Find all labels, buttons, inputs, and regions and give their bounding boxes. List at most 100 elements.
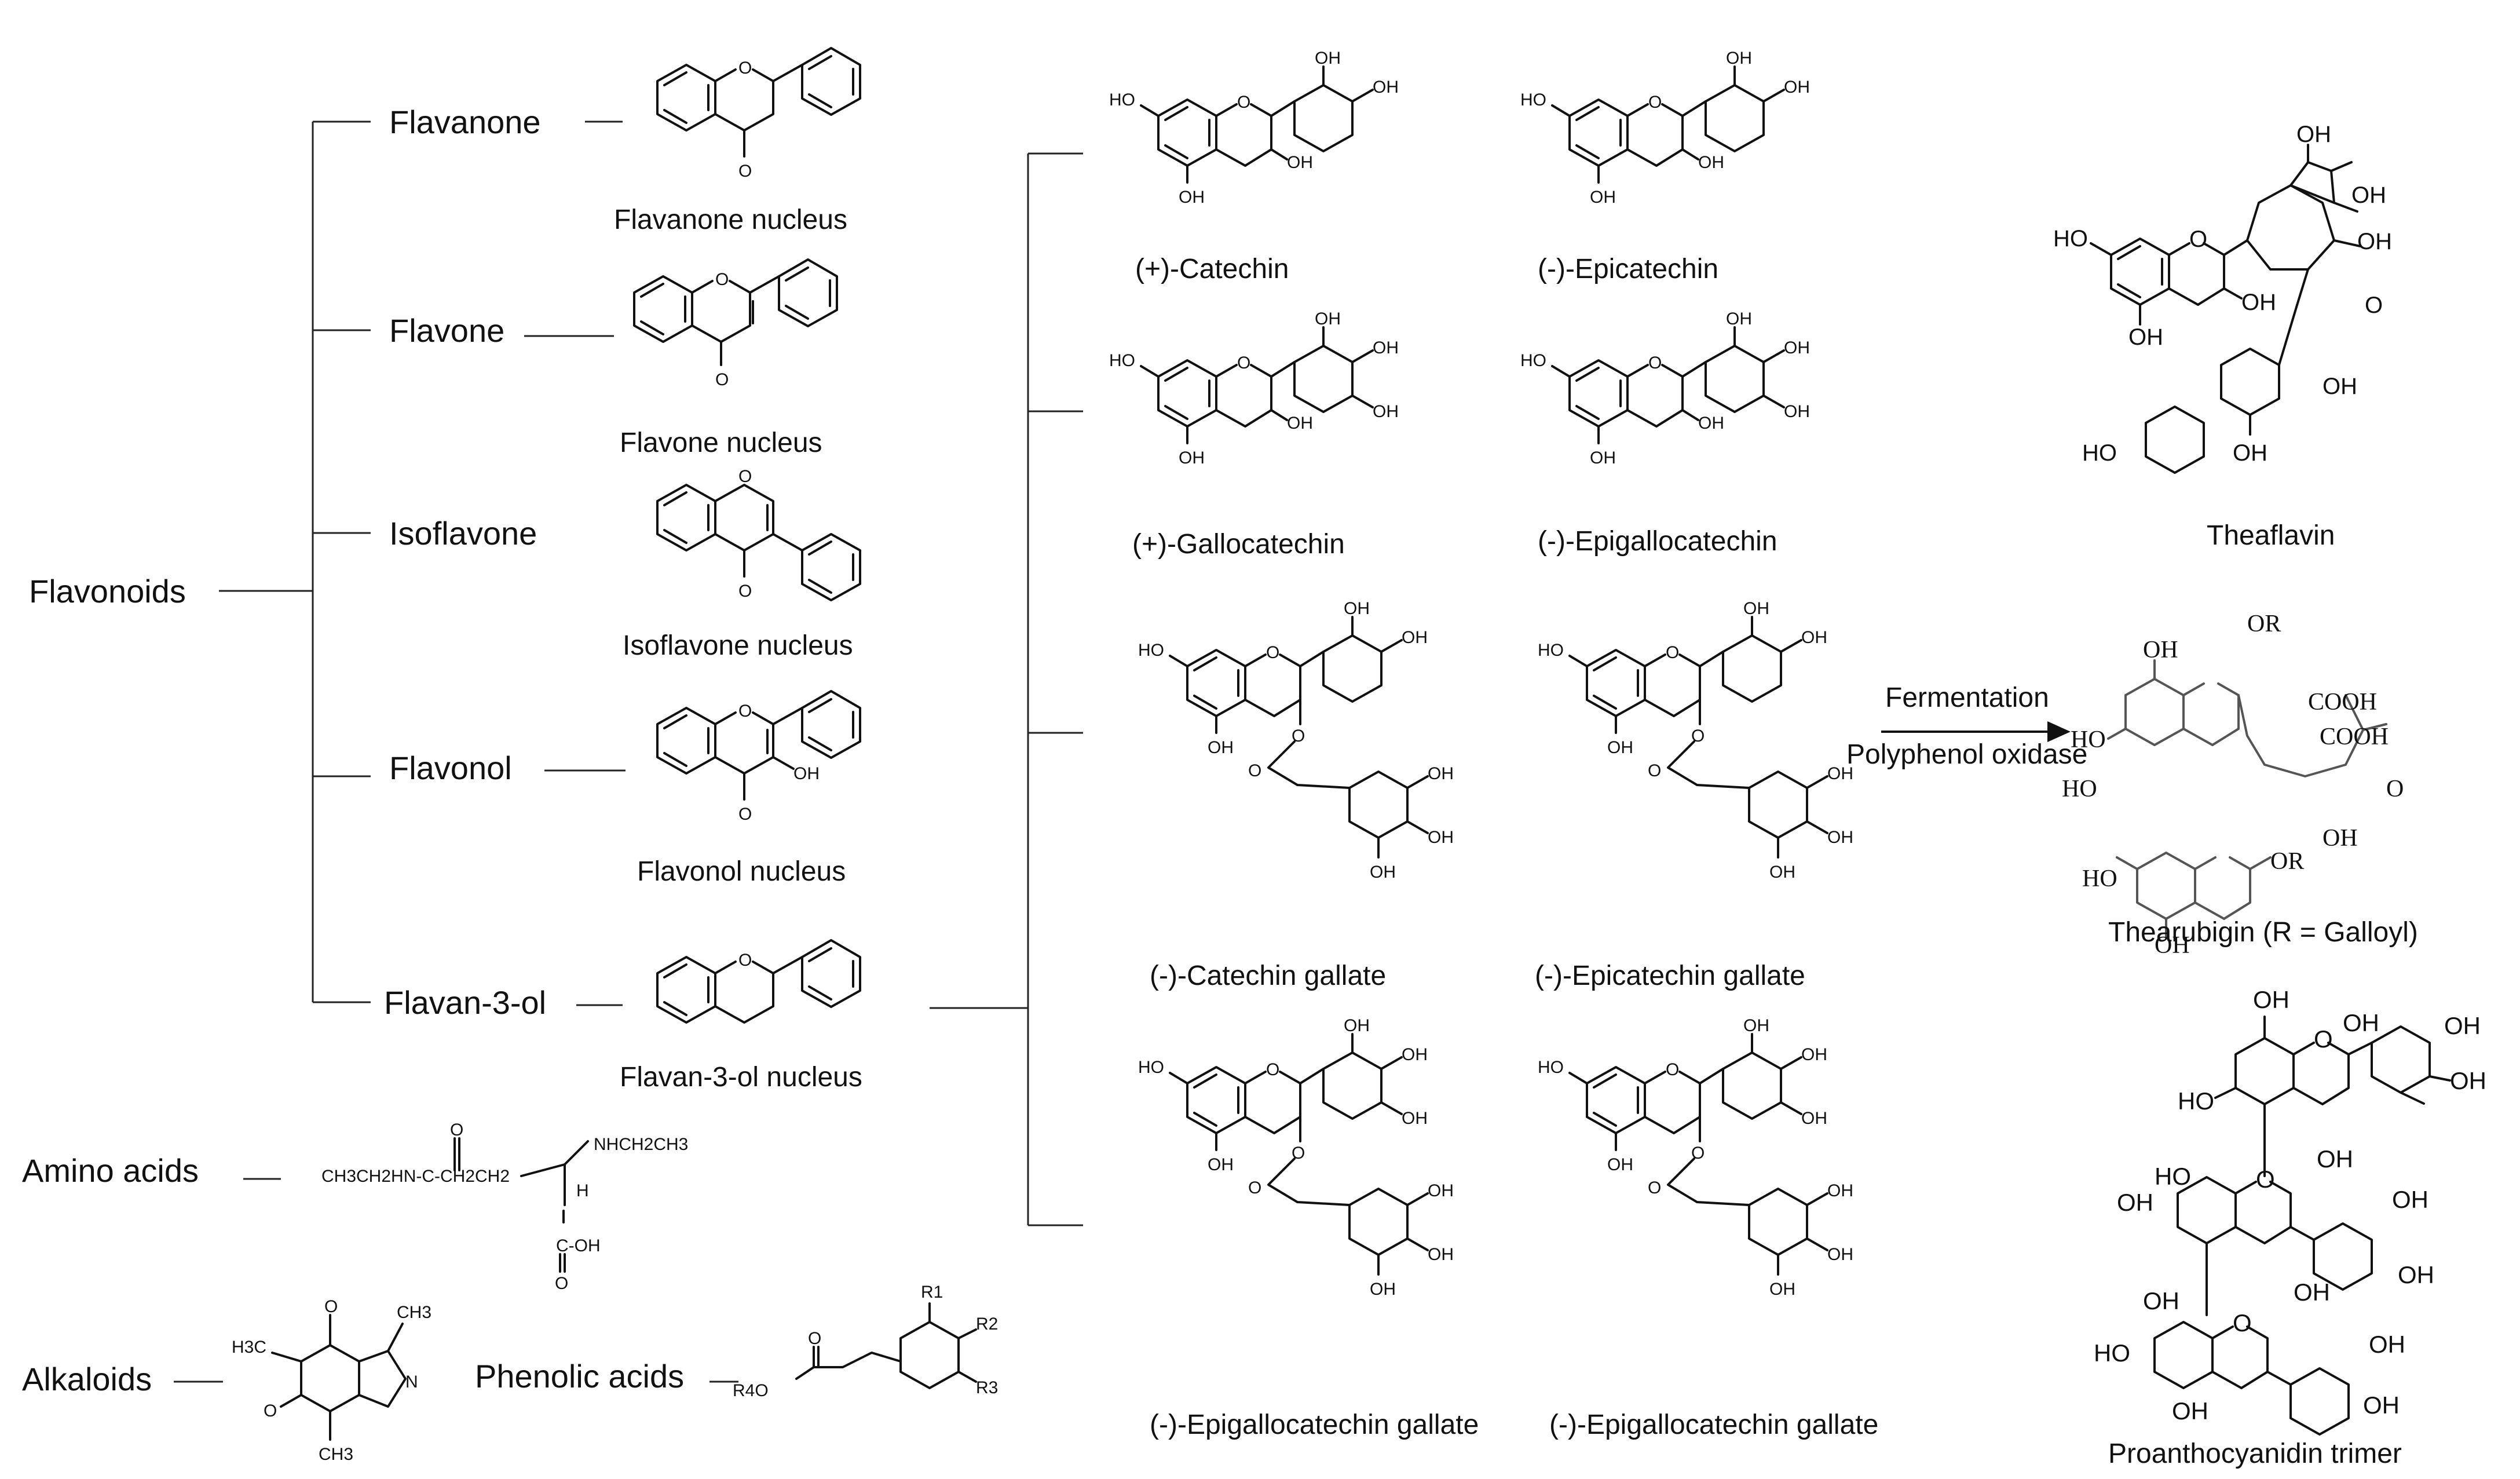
polyphenol-oxidase-label: Polyphenol oxidase bbox=[1846, 739, 2087, 770]
flavone-nucleus-caption: Flavone nucleus bbox=[620, 428, 822, 458]
flavan3ol-label: Flavan-3-ol bbox=[384, 984, 546, 1021]
atom-oh: OH bbox=[1179, 188, 1205, 207]
flavonoids-label: Flavonoids bbox=[29, 573, 186, 609]
atom-ch3: CH3 bbox=[319, 1445, 353, 1464]
atom-oh: OH bbox=[1208, 1155, 1234, 1174]
atom-oh: OH bbox=[1769, 1280, 1795, 1299]
atom-oh: OH bbox=[2296, 122, 2331, 147]
atom-o: O bbox=[738, 951, 752, 970]
atom-oh: OH bbox=[1801, 1045, 1827, 1064]
atom-ho: HO bbox=[1138, 641, 1164, 660]
atom-o: O bbox=[738, 702, 752, 721]
catechin-structure: OH OH OH OH HO O bbox=[1109, 49, 1399, 207]
atom-ho: HO bbox=[2155, 1163, 2191, 1190]
atom-cooh: COOH bbox=[2320, 724, 2389, 750]
atom-o: O bbox=[555, 1274, 568, 1293]
flavonol-nucleus-caption: Flavonol nucleus bbox=[637, 856, 846, 887]
atom-oh: OH bbox=[1287, 153, 1313, 172]
atom-ho: HO bbox=[2062, 776, 2097, 802]
atom-oh: OH bbox=[2398, 1261, 2434, 1288]
gallocatechin-structure: OH OH OH OH OH HO O bbox=[1109, 309, 1399, 468]
isoflavone-nucleus-caption: Isoflavone nucleus bbox=[623, 630, 853, 661]
atom-ch3: CH3 bbox=[397, 1303, 431, 1322]
atom-o: O bbox=[2233, 1309, 2252, 1336]
atom-oh: OH bbox=[1590, 448, 1616, 468]
atom-o: O bbox=[1648, 1178, 1661, 1197]
atom-o: O bbox=[2314, 1025, 2333, 1053]
atom-oh: OH bbox=[1698, 414, 1724, 433]
atom-o: O bbox=[2256, 1166, 2275, 1193]
amino-side-text: NHCH2CH3 bbox=[594, 1135, 688, 1154]
atom-ho: HO bbox=[1538, 641, 1564, 660]
atom-oh: OH bbox=[1827, 764, 1853, 783]
atom-r2: R2 bbox=[976, 1314, 998, 1334]
atom-ho: HO bbox=[2178, 1087, 2214, 1115]
atom-o: O bbox=[738, 582, 752, 601]
atom-o: O bbox=[2189, 227, 2207, 252]
atom-o: O bbox=[1648, 353, 1662, 373]
flavan3ol-structure: O bbox=[656, 939, 861, 1024]
epigallocatechin-gallate-caption-1: (-)-Epigallocatechin gallate bbox=[1150, 1409, 1479, 1440]
atom-or: OR bbox=[2247, 611, 2281, 637]
atom-oh: OH bbox=[2363, 1392, 2400, 1419]
atom-oh: OH bbox=[1402, 628, 1428, 647]
atom-oh: OH bbox=[1208, 738, 1234, 757]
atom-ho: HO bbox=[2053, 226, 2088, 251]
flavone-structure: O O bbox=[633, 258, 838, 389]
catechin-captions: (+)-Catechin (-)-Epicatechin (+)-Galloca… bbox=[1132, 254, 1878, 1440]
atom-o: O bbox=[738, 162, 752, 181]
fermentation-label: Fermentation bbox=[1885, 682, 2049, 713]
atom-oh: OH bbox=[1827, 828, 1853, 847]
atom-o: O bbox=[1266, 1060, 1279, 1079]
atom-oh: OH bbox=[1827, 1245, 1853, 1264]
theanine-structure: CH3CH2HN-C-CH2CH2 O NHCH2CH3 H C-OH O bbox=[321, 1120, 688, 1293]
atom-oh: OH bbox=[2357, 229, 2392, 254]
atom-o: O bbox=[1691, 1144, 1705, 1163]
atom-oh: OH bbox=[2351, 182, 2386, 208]
atom-r4o: R4O bbox=[733, 1381, 769, 1400]
atom-ho: HO bbox=[1520, 90, 1546, 109]
epigallocatechin-gallate-caption-2: (-)-Epigallocatechin gallate bbox=[1549, 1409, 1878, 1440]
epicatechin-structure: OH OH OH OH HO O bbox=[1520, 49, 1810, 207]
atom-oh: OH bbox=[1402, 1109, 1428, 1128]
flavone-label: Flavone bbox=[389, 312, 504, 349]
atom-oh: OH bbox=[1428, 1245, 1454, 1264]
atom-oh: OH bbox=[1801, 628, 1827, 647]
atom-oh: OH bbox=[2128, 324, 2163, 350]
epigallocatechin-gallate-structure-1: OH OH OH O O OH OH OH OH HO O bbox=[1138, 1016, 1454, 1299]
atom-o: O bbox=[715, 370, 729, 389]
atom-ho: HO bbox=[2082, 866, 2117, 892]
atom-oh: OH bbox=[2241, 290, 2276, 315]
atom-o: O bbox=[1237, 93, 1250, 112]
atom-ho: HO bbox=[1109, 351, 1135, 370]
amino-acids-label: Amino acids bbox=[22, 1152, 199, 1189]
reaction-arrow-group: Fermentation Polyphenol oxidase bbox=[1846, 682, 2087, 770]
atom-oh: OH bbox=[1315, 309, 1341, 328]
atom-oh: OH bbox=[2369, 1331, 2405, 1358]
epicatechin-gallate-structure: OH OH O O OH OH OH OH HO O bbox=[1538, 599, 1853, 882]
atom-o: O bbox=[450, 1120, 463, 1140]
caffeine-structure: O O H3C CH3 CH3 N bbox=[232, 1297, 431, 1464]
flavan3ol-nucleus-caption: Flavan-3-ol nucleus bbox=[620, 1062, 862, 1093]
catechin-structures: OH OH OH OH HO O OH OH OH OH HO O bbox=[1109, 49, 1853, 1299]
phenolic-acid-structure: O R4O R1 R2 R3 bbox=[733, 1283, 998, 1400]
atom-oh: OH bbox=[2444, 1012, 2481, 1039]
flavonol-structure: O O OH bbox=[656, 690, 861, 824]
atom-oh: OH bbox=[1784, 402, 1810, 421]
atom-o: O bbox=[738, 805, 752, 824]
isoflavone-label: Isoflavone bbox=[389, 515, 537, 552]
atom-or: OR bbox=[2270, 848, 2304, 875]
atom-oh: OH bbox=[2117, 1189, 2153, 1216]
atom-o: O bbox=[1666, 1060, 1679, 1079]
flavanone-nucleus-caption: Flavanone nucleus bbox=[614, 204, 847, 235]
flavanone-structure: O O bbox=[656, 47, 861, 181]
thearubigin-structure: OH OR COOH COOH HO HO O OH HO OR OH bbox=[2062, 611, 2404, 959]
atom-oh: OH bbox=[1402, 1045, 1428, 1064]
atom-o: O bbox=[1666, 643, 1679, 662]
flavonol-label: Flavonol bbox=[389, 750, 512, 786]
amino-acid-text: C-OH bbox=[556, 1236, 601, 1255]
theaflavin-caption: Theaflavin bbox=[2207, 520, 2335, 551]
atom-oh: OH bbox=[1373, 78, 1399, 97]
atom-oh: OH bbox=[1801, 1109, 1827, 1128]
atom-oh: OH bbox=[2253, 986, 2289, 1013]
